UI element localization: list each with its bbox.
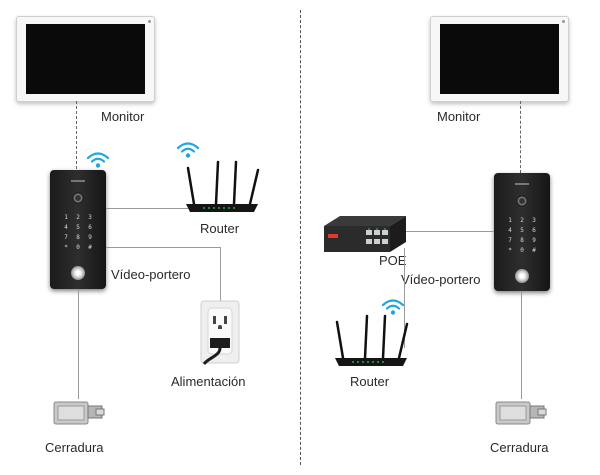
power-cable-vertical bbox=[220, 247, 221, 307]
poe-switch-icon bbox=[324, 216, 406, 252]
doorbell-label: Vídeo-portero bbox=[111, 267, 191, 282]
monitor-icon bbox=[430, 16, 569, 102]
lock-icon bbox=[53, 401, 105, 425]
monitor-label-right: Monitor bbox=[437, 109, 481, 124]
poe-label: POE bbox=[379, 253, 407, 268]
doorbell-lock-cable bbox=[78, 289, 79, 399]
doorbell-lock-cable-right bbox=[521, 291, 522, 399]
lock-icon bbox=[495, 401, 547, 425]
router-icon bbox=[335, 314, 409, 366]
power-outlet-icon bbox=[200, 300, 240, 365]
doorbell-label-right: Vídeo-portero bbox=[401, 272, 481, 287]
power-cable-horizontal bbox=[106, 247, 220, 248]
lock-label: Cerradura bbox=[45, 440, 104, 455]
router-icon bbox=[186, 160, 260, 212]
monitor-icon bbox=[16, 16, 155, 102]
poe-router-cable bbox=[404, 248, 405, 348]
poe-doorbell-cable bbox=[406, 231, 494, 232]
lock-label-right: Cerradura bbox=[490, 440, 549, 455]
divider-line bbox=[300, 10, 301, 465]
router-label-right: Router bbox=[350, 374, 390, 389]
monitor-doorbell-link bbox=[76, 101, 77, 169]
monitor-label: Monitor bbox=[101, 109, 145, 124]
wifi-icon bbox=[86, 152, 110, 168]
wifi-icon bbox=[381, 299, 405, 315]
monitor-doorbell-link-right bbox=[520, 101, 521, 173]
wifi-icon bbox=[176, 142, 200, 158]
router-label: Router bbox=[200, 221, 240, 236]
power-label: Alimentación bbox=[171, 374, 246, 389]
doorbell-router-cable bbox=[106, 208, 188, 209]
